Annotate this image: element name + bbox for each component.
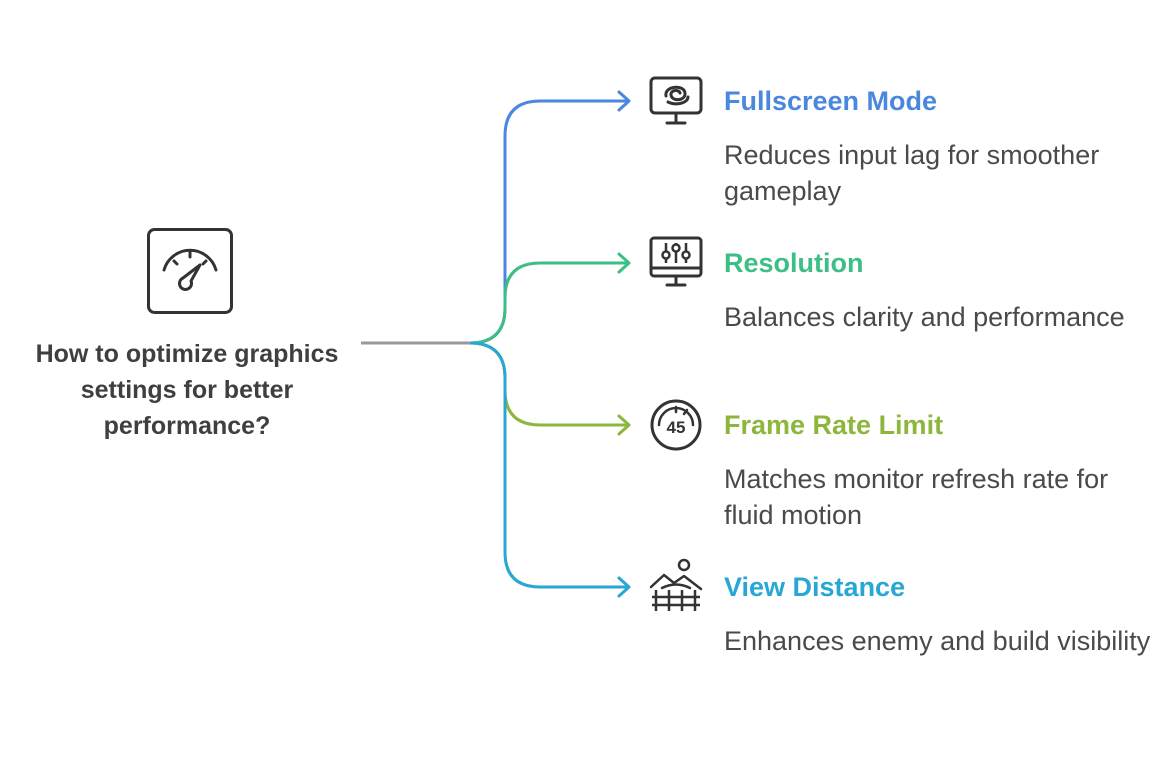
arrowhead-frame-rate-limit — [617, 414, 631, 436]
connector-resolution — [469, 261, 627, 345]
root-question-title: How to optimize graphics settings for be… — [35, 340, 339, 440]
speedometer-icon — [147, 228, 233, 314]
connector-fullscreen-mode — [469, 99, 627, 345]
branch-title-frame-rate-limit: Frame Rate Limit — [724, 410, 944, 440]
branch-title-resolution: Resolution — [724, 248, 864, 278]
branch-title-fullscreen-mode: Fullscreen Mode — [724, 86, 938, 116]
branch-desc-frame-rate-limit: Matches monitor refresh rate for fluid m… — [724, 464, 1109, 530]
arrowhead-resolution — [617, 252, 631, 274]
fps-gauge-icon: 45 — [648, 397, 704, 453]
branch-desc-resolution: Balances clarity and performance — [724, 302, 1125, 332]
landscape-fence-icon — [648, 557, 704, 613]
branch-desc-view-distance: Enhances enemy and build visibility — [724, 626, 1151, 656]
connector-frame-rate-limit — [469, 341, 627, 427]
arrowhead-fullscreen-mode — [617, 90, 631, 112]
monitor-sliders-icon — [648, 235, 704, 291]
connector-view-distance — [469, 341, 627, 589]
fps-gauge-label: 45 — [667, 418, 686, 437]
branch-desc-fullscreen-mode: Reduces input lag for smoother gameplay — [724, 140, 1100, 206]
arrowhead-view-distance — [617, 576, 631, 598]
branch-title-view-distance: View Distance — [724, 572, 906, 602]
monitor-swirl-icon — [648, 73, 704, 129]
